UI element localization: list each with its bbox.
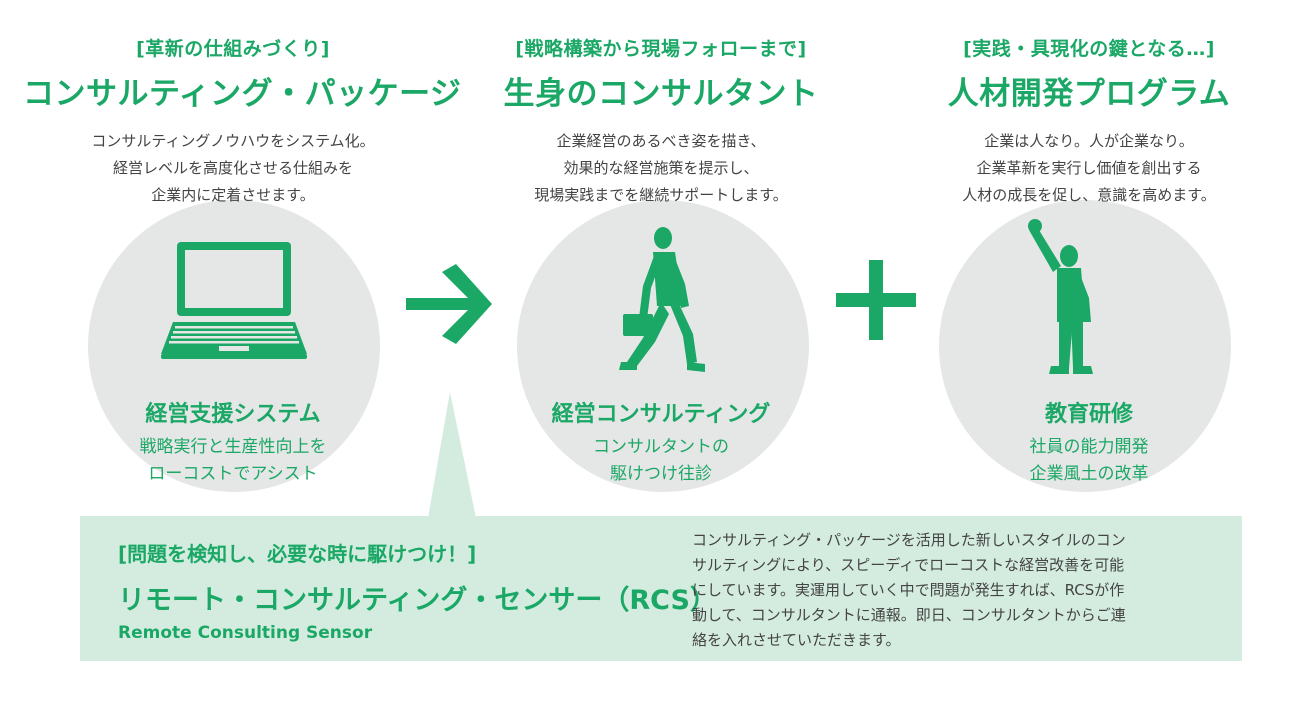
column-subdescription: 社員の能力開発 企業風土の改革 — [879, 434, 1299, 488]
rcs-panel: [問題を検知し、必要な時に駆けつけ！] リモート・コンサルティング・センサー（R… — [80, 516, 1242, 661]
rcs-description-line: 絡を入れさせていただきます。 — [692, 631, 901, 649]
column-consulting-package: [革新の仕組みづくり] コンサルティング・パッケージ コンサルティングノウハウを… — [23, 0, 462, 520]
column-subtitle: 経営コンサルティング — [551, 402, 771, 427]
description-line: コンサルティングノウハウをシステム化。 — [91, 132, 375, 150]
rcs-description-line: 動して、コンサルタントに通報。即日、コンサルタントからご連 — [692, 606, 1126, 624]
description-line: 企業内に定着させます。 — [151, 186, 315, 204]
column-subtitle: 経営支援システム — [145, 402, 321, 427]
rcs-title-english: Remote Consulting Sensor — [118, 623, 373, 643]
subdescription-line: 駆けつけ往診 — [610, 464, 712, 484]
description-line: 企業は人なり。人が企業なり。 — [984, 132, 1194, 150]
rcs-tagline: [問題を検知し、必要な時に駆けつけ！] — [118, 542, 477, 566]
column-description: コンサルティングノウハウをシステム化。 経営レベルを高度化させる仕組みを 企業内… — [23, 128, 443, 209]
callout-pointer — [428, 392, 476, 518]
column-talent-development: [実践・具現化の鍵となる…] 人材開発プログラム 企業は人なり。人が企業なり。 … — [879, 0, 1299, 520]
laptop-icon — [161, 242, 307, 359]
subdescription-line: 社員の能力開発 — [1029, 437, 1149, 457]
description-line: 経営レベルを高度化させる仕組みを — [112, 159, 353, 177]
subdescription-line: 企業風土の改革 — [1029, 464, 1149, 484]
column-live-consultant: [戦略構築から現場フォローまで] 生身のコンサルタント 企業経営のあるべき姿を描… — [451, 0, 871, 520]
rcs-title: リモート・コンサルティング・センサー（RCS） — [118, 585, 717, 616]
description-line: 効果的な経営施策を提示し、 — [563, 159, 759, 177]
rcs-description-line: にしています。実運用していく中で問題が発生すれば、RCSが作 — [692, 581, 1125, 599]
background-circle — [939, 200, 1231, 492]
rcs-description-line: サルティングにより、スピーディでローコストな経営改善を可能 — [692, 556, 1125, 574]
description-line: 企業革新を実行し価値を創出する — [976, 159, 1202, 177]
column-subtitle: 教育研修 — [1044, 402, 1133, 427]
column-title: 人材開発プログラム — [947, 76, 1231, 112]
column-tagline: [革新の仕組みづくり] — [136, 38, 330, 60]
arrow-right-icon — [406, 264, 492, 344]
column-description: 企業は人なり。人が企業なり。 企業革新を実行し価値を創出する 人材の成長を促し、… — [879, 128, 1299, 209]
description-line: 企業経営のあるべき姿を描き、 — [556, 132, 766, 150]
column-subdescription: 戦略実行と生産性向上を ローコストでアシスト — [23, 434, 443, 488]
walking-businessman-icon — [619, 227, 705, 372]
column-subdescription: コンサルタントの 駆けつけ往診 — [451, 434, 871, 488]
column-tagline: [戦略構築から現場フォローまで] — [515, 38, 807, 60]
column-title: コンサルティング・パッケージ — [23, 76, 462, 112]
rcs-description-line: コンサルティング・パッケージを活用した新しいスタイルのコン — [692, 531, 1126, 549]
raised-fist-businessman-icon — [1028, 219, 1093, 374]
subdescription-line: コンサルタントの — [593, 437, 729, 457]
column-title: 生身のコンサルタント — [503, 76, 819, 112]
column-tagline: [実践・具現化の鍵となる…] — [963, 38, 1215, 60]
subdescription-line: ローコストでアシスト — [148, 464, 318, 484]
subdescription-line: 戦略実行と生産性向上を — [139, 437, 327, 457]
rcs-description: コンサルティング・パッケージを活用した新しいスタイルのコン サルティングにより、… — [692, 528, 1232, 653]
plus-icon — [836, 260, 916, 340]
column-description: 企業経営のあるべき姿を描き、 効果的な経営施策を提示し、 現場実践までを継続サポ… — [451, 128, 871, 209]
description-line: 人材の成長を促し、意識を高めます。 — [962, 186, 1216, 204]
description-line: 現場実践までを継続サポートします。 — [534, 186, 788, 204]
